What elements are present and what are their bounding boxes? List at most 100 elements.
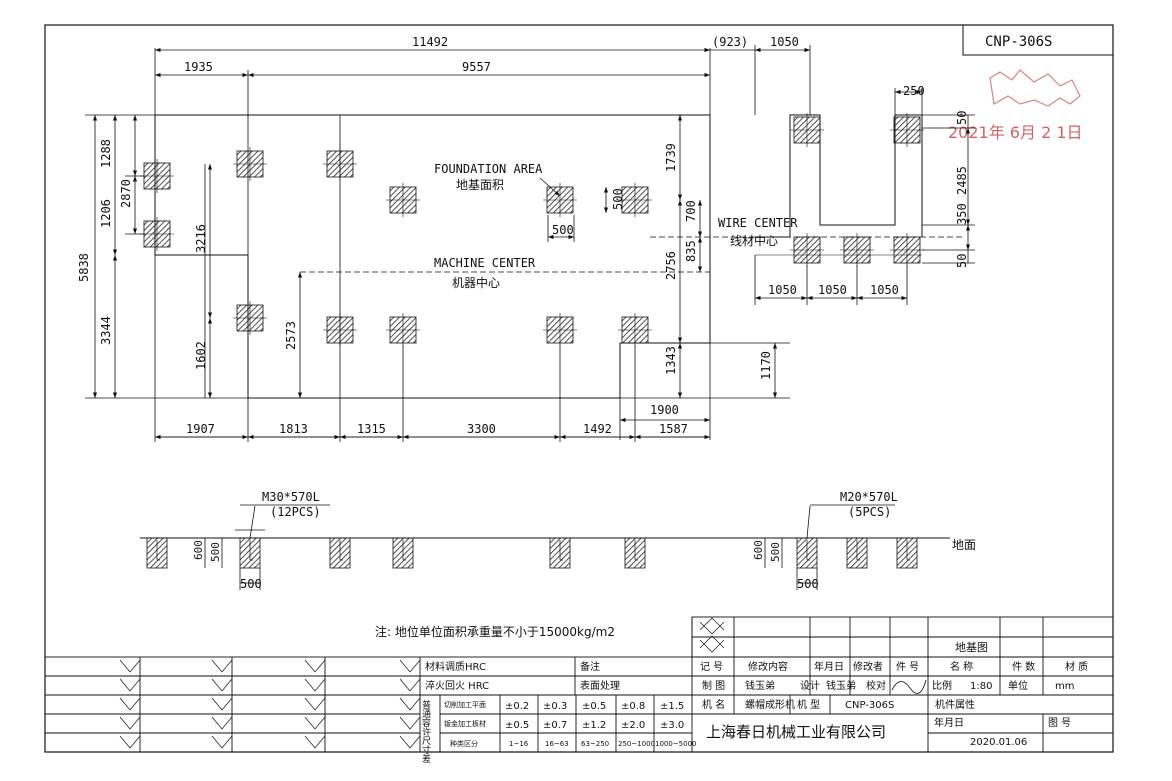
rev-part-header: 件 号 xyxy=(896,661,919,673)
dim-1587: 1587 xyxy=(659,422,688,436)
dim-3216: 3216 xyxy=(194,224,208,253)
tol-r3-c2: 16~63 xyxy=(545,740,569,748)
stamp-date: 2021年 6月 2 1日 xyxy=(948,123,1083,142)
dim-835: 835 xyxy=(684,240,698,262)
made-by: 钱玉弟 xyxy=(745,679,775,692)
tol-row1-label: 切削加工平面 xyxy=(444,700,486,709)
made-by-label: 制 图 xyxy=(702,679,725,692)
wire-stand-dimensions xyxy=(754,88,975,305)
ground-label: 地面 xyxy=(952,538,976,552)
part-attr: 机件属性 xyxy=(935,698,975,711)
unit: mm xyxy=(1055,681,1074,692)
note-col: 备注 xyxy=(580,660,600,673)
drawing-id-box: CNP-306S xyxy=(962,24,1114,56)
tol-r2-c2: ±0.7 xyxy=(543,720,567,731)
design-label: 设计 xyxy=(800,679,820,692)
dim-spacing-3: 1050 xyxy=(870,283,899,297)
tol-r1-c1: ±0.2 xyxy=(505,701,529,712)
unit-label: 单位 xyxy=(1008,679,1028,692)
right-dimensions xyxy=(619,115,790,440)
dim-2573: 2573 xyxy=(284,321,298,350)
dim-1907: 1907 xyxy=(186,422,215,436)
pad-height-label: 500 xyxy=(611,188,625,210)
bolt-right-spec: M20*570L xyxy=(840,490,898,504)
dim-2756: 2756 xyxy=(664,251,678,280)
tol-r1-c3: ±0.5 xyxy=(582,701,606,712)
bolt-left-count: (12PCS) xyxy=(270,505,321,519)
section-depth-left: 600 xyxy=(192,540,205,560)
section-height-right: 500 xyxy=(769,542,782,562)
dim-spacing-2: 1050 xyxy=(818,283,847,297)
dim-1900: 1900 xyxy=(650,403,679,417)
check-signature xyxy=(891,679,927,694)
design-by: 钱玉弟 xyxy=(826,679,856,692)
dim-1492: 1492 xyxy=(583,422,612,436)
tol-r2-c1: ±0.5 xyxy=(505,720,529,731)
dim-1813: 1813 xyxy=(279,422,308,436)
dim-1739: 1739 xyxy=(664,143,678,172)
material-header: 材 质 xyxy=(1065,660,1088,673)
model: CNP-306S xyxy=(845,700,894,711)
title-block xyxy=(44,616,1114,753)
top-dimensions xyxy=(154,45,811,118)
foundation-area-cn-label: 地基面积 xyxy=(456,178,504,192)
material-hrc: 材料调质HRC xyxy=(425,660,486,673)
scale: 1:80 xyxy=(970,681,992,692)
dim-1315: 1315 xyxy=(357,422,386,436)
date-label: 年月日 xyxy=(934,716,964,729)
wire-stand-pads xyxy=(789,112,925,268)
machine-name-label: 机 名 xyxy=(702,698,725,711)
bolt-right-count: (5PCS) xyxy=(848,505,891,519)
name-header: 名 称 xyxy=(950,660,973,673)
foundation-area-label: FOUNDATION AREA xyxy=(434,162,543,176)
dim-3300: 3300 xyxy=(467,422,496,436)
dim-50-bottom: 50 xyxy=(955,254,969,268)
machine-center-label: MACHINE CENTER xyxy=(434,256,536,270)
foundation-pads xyxy=(139,146,653,348)
tol-r2-c4: ±2.0 xyxy=(621,720,645,731)
date-stamp: 2021年 6月 2 1日 xyxy=(948,69,1083,142)
wire-center-cn-label: 线材中心 xyxy=(730,233,778,248)
dim-spacing-1: 1050 xyxy=(768,283,797,297)
dim-700: 700 xyxy=(684,200,698,222)
rev-mark-header: 记 号 xyxy=(700,661,723,673)
tol-r3-c3: 63~250 xyxy=(581,740,609,748)
surface-treatment: 表面处理 xyxy=(580,679,620,692)
rev-author-header: 修改者 xyxy=(853,660,883,673)
tol-r1-c2: ±0.3 xyxy=(543,701,567,712)
dim-offset: (923) xyxy=(712,35,748,49)
tol-row2-label: 钣金加工板材 xyxy=(444,719,486,728)
tol-r1-c4: ±0.8 xyxy=(621,701,645,712)
dim-1343: 1343 xyxy=(664,346,678,375)
rev-content-header: 修改内容 xyxy=(748,660,788,673)
tol-r3-c5: 1000~5000 xyxy=(655,740,697,748)
date: 2020.01.06 xyxy=(970,737,1027,748)
dim-3344: 3344 xyxy=(99,316,113,345)
left-dimensions xyxy=(85,114,303,399)
dim-50-top: 50 xyxy=(955,111,969,125)
section-pads xyxy=(146,537,918,569)
drawing-no-label: 图 号 xyxy=(1048,717,1071,729)
dim-5838: 5838 xyxy=(77,253,91,282)
dim-total-length: 11492 xyxy=(412,35,448,49)
bolt-left-spec: M30*570L xyxy=(262,490,320,504)
tolerance-label: 普通容许尺寸差 xyxy=(420,699,431,763)
dim-1288: 1288 xyxy=(99,139,113,168)
revision-triangles xyxy=(119,617,725,749)
pad-dimensions xyxy=(547,187,609,242)
machine-name: 螺帽成形机 xyxy=(745,698,795,711)
tol-r1-c5: ±1.5 xyxy=(660,701,684,712)
section-width-left: 500 xyxy=(240,577,262,591)
section-dimensions xyxy=(204,504,895,590)
dim-2870: 2870 xyxy=(119,179,133,208)
section-height-left: 500 xyxy=(209,542,222,562)
rev-date-header: 年月日 xyxy=(814,660,844,673)
tol-r2-c5: ±3.0 xyxy=(660,720,684,731)
machine-center-cn-label: 机器中心 xyxy=(452,275,500,290)
tol-row3-label: 种类区分 xyxy=(450,739,478,748)
section-width-right: 500 xyxy=(797,577,819,591)
check-label: 校对 xyxy=(866,679,886,692)
company-name: 上海春日机械工业有限公司 xyxy=(706,723,886,741)
drawing-id: CNP-306S xyxy=(985,34,1052,50)
